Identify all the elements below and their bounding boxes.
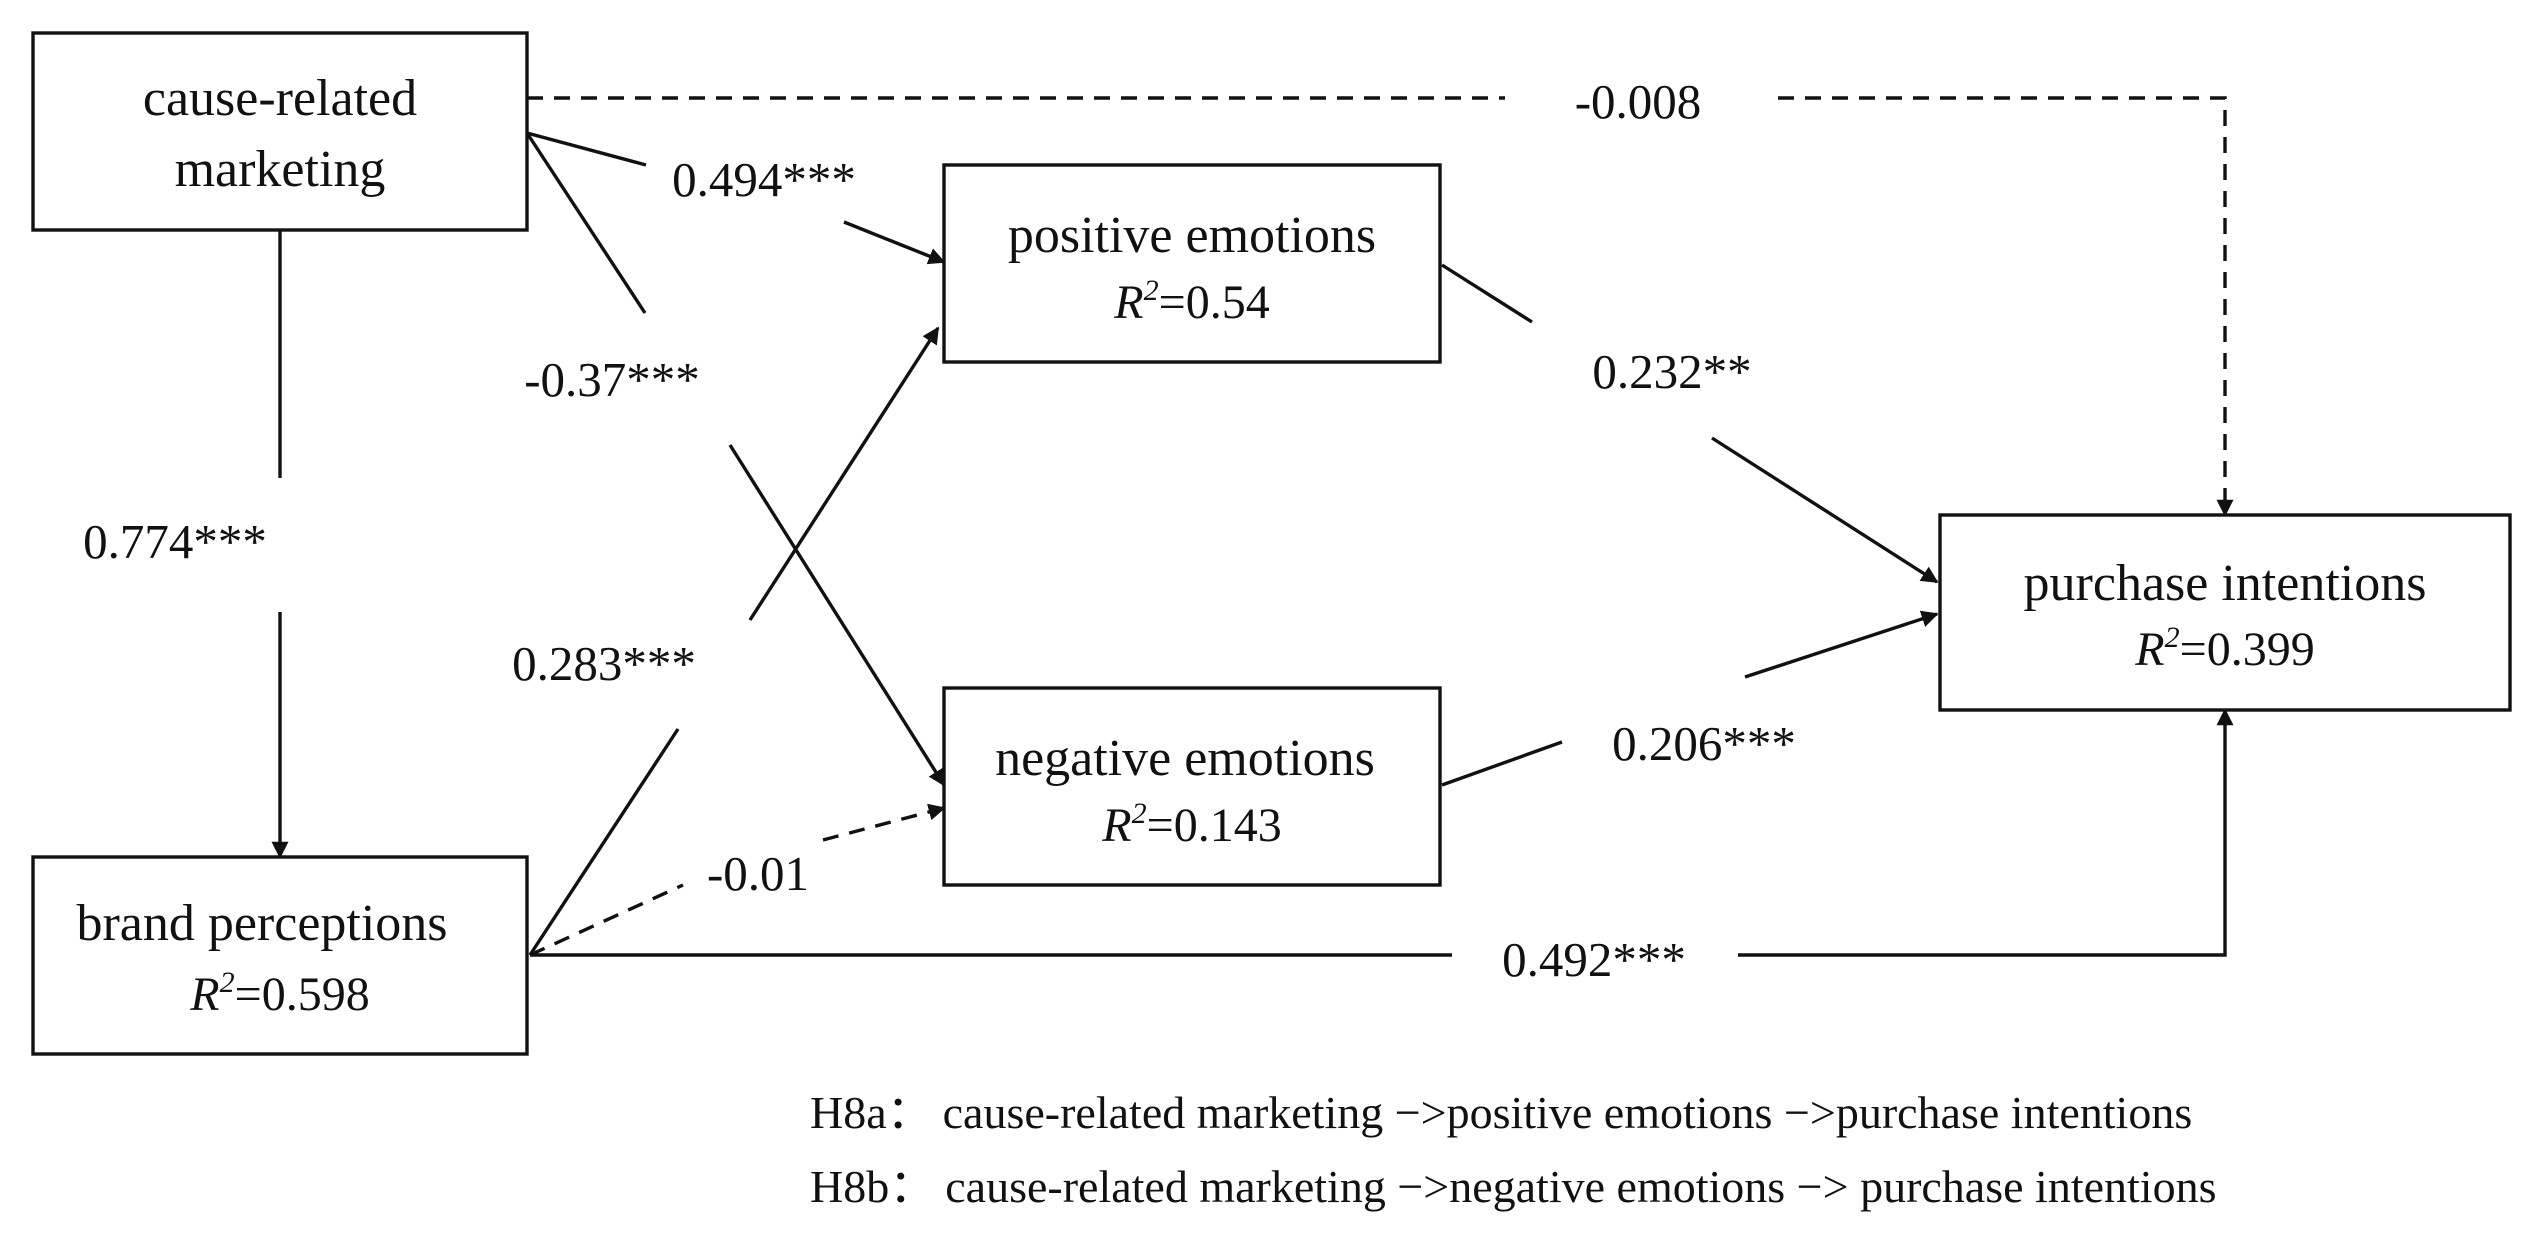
coef-brand-to-purchase: 0.492*** (1502, 932, 1686, 987)
hypothesis-legend: H8a：cause-related marketing −>positive e… (810, 1087, 2216, 1212)
hypothesis-h8a-id: H8a： (810, 1087, 933, 1138)
node-negative-label: negative emotions (995, 730, 1375, 787)
hypothesis-h8b-text: cause-related marketing −>negative emoti… (945, 1161, 2216, 1212)
path-positive-to-purchase-seg1 (1441, 263, 1533, 324)
coef-brand-to-negative: -0.01 (707, 846, 809, 901)
coef-positive-to-purchase: 0.232** (1592, 344, 1751, 399)
coef-crm-to-brand: 0.774*** (83, 514, 267, 569)
path-crm-to-negative-seg1 (525, 132, 647, 314)
path-crm-to-positive-seg2 (843, 220, 946, 265)
path-crm-to-negative-seg2 (728, 444, 946, 787)
node-crm-label-line1: cause-related (143, 70, 417, 127)
node-cause-related-marketing: cause-related marketing (31, 31, 529, 232)
path-negative-to-purchase-seg2 (1744, 610, 1939, 679)
node-positive-r2: R2=0.54 (1113, 274, 1269, 329)
node-positive-label: positive emotions (1008, 207, 1376, 264)
hypothesis-h8b: H8b：cause-related marketing −>negative e… (810, 1161, 2216, 1212)
path-brand-to-positive-seg1 (528, 728, 680, 956)
coef-negative-to-purchase: 0.206*** (1612, 716, 1796, 771)
node-negative-emotions: negative emotions R2=0.143 (942, 686, 1442, 887)
node-brand-r2: R2=0.598 (189, 966, 369, 1021)
path-positive-to-purchase-seg2 (1711, 436, 1939, 584)
node-purchase-intentions: purchase intentions R2=0.399 (1938, 513, 2512, 712)
path-brand-to-negative-seg1 (529, 883, 684, 957)
path-negative-to-purchase-seg1 (1441, 740, 1563, 787)
node-negative-r2: R2=0.143 (1101, 797, 1281, 852)
coef-crm-to-positive: 0.494*** (672, 152, 856, 207)
node-crm-label-line2: marketing (175, 141, 386, 198)
path-brand-to-negative-seg2 (822, 803, 946, 842)
node-brand-perceptions: brand perceptions R2=0.598 (31, 855, 529, 1056)
node-positive-emotions: positive emotions R2=0.54 (942, 163, 1442, 364)
node-brand-label: brand perceptions (76, 895, 447, 952)
hypothesis-h8a: H8a：cause-related marketing −>positive e… (810, 1087, 2192, 1138)
coef-brand-to-positive: 0.283*** (512, 636, 696, 691)
hypothesis-h8b-id: H8b： (810, 1161, 935, 1212)
path-crm-to-purchase-arrow (1778, 96, 2234, 517)
path-crm-to-positive-seg1 (526, 131, 647, 167)
path-brand-to-positive-seg2 (748, 326, 940, 621)
node-purchase-label: purchase intentions (2024, 555, 2427, 612)
path-brand-to-purchase-seg2 (1738, 708, 2234, 957)
coef-crm-to-purchase: -0.008 (1575, 74, 1702, 129)
node-purchase-r2: R2=0.399 (2134, 621, 2314, 676)
hypothesis-h8a-text: cause-related marketing −>positive emoti… (943, 1087, 2193, 1138)
coef-crm-to-negative: -0.37*** (524, 352, 700, 407)
